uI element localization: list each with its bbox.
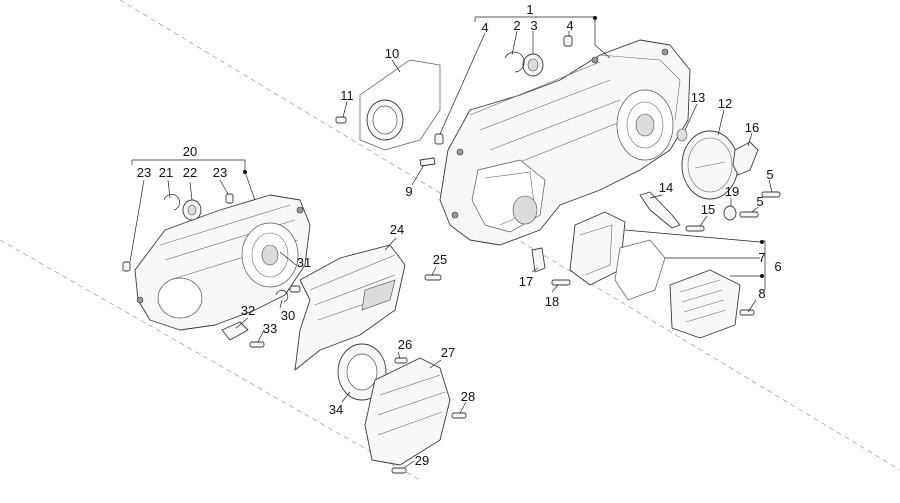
callout-labels: 1 2 3 4 4 5 5 6 7 8 9 10 11 12 13 14 15 … [137, 2, 782, 468]
callout-18: 18 [545, 294, 559, 309]
screw-part-9[interactable] [419, 157, 436, 167]
screw-part-26[interactable] [394, 357, 408, 364]
callout-14: 14 [659, 180, 673, 195]
circlip-part-21[interactable] [163, 194, 180, 211]
callout-31: 31 [297, 255, 311, 270]
callout-30: 30 [281, 308, 295, 323]
gasket-part-10[interactable] [359, 59, 441, 151]
callout-7: 7 [758, 250, 765, 265]
dowel-part-4-top[interactable] [563, 35, 573, 47]
screw-part-18[interactable] [551, 279, 571, 286]
screw-part-33[interactable] [249, 341, 265, 348]
clip-part-30[interactable] [275, 290, 289, 303]
callout-13: 13 [691, 90, 705, 105]
bracket-part-16[interactable] [732, 141, 759, 176]
bracket-part-14[interactable] [639, 191, 681, 229]
callout-1: 1 [526, 2, 533, 17]
callout-2: 2 [513, 18, 520, 33]
callout-4-left: 4 [481, 20, 488, 35]
callout-23-right: 23 [213, 165, 227, 180]
callout-17: 17 [519, 274, 533, 289]
screw-part-8[interactable] [739, 309, 755, 316]
callout-4-top: 4 [566, 18, 573, 33]
dowel-part-23-right[interactable] [225, 193, 234, 204]
callout-23-left: 23 [137, 165, 151, 180]
dowel-part-23-left[interactable] [122, 261, 131, 272]
callout-26: 26 [398, 337, 412, 352]
callout-20: 20 [183, 144, 197, 159]
screw-part-29[interactable] [391, 467, 407, 474]
callout-22: 22 [183, 165, 197, 180]
washer-part-19[interactable] [723, 205, 737, 221]
callout-19: 19 [725, 184, 739, 199]
screw-part-15[interactable] [685, 225, 705, 232]
filter-foam-part-8[interactable] [614, 239, 666, 301]
screw-part-11[interactable] [335, 116, 347, 124]
leader-lines [129, 16, 773, 469]
callout-24: 24 [390, 222, 404, 237]
left-transmission-cover[interactable] [134, 194, 311, 331]
clip-part-31[interactable] [289, 285, 301, 293]
callout-27: 27 [441, 345, 455, 360]
screw-part-5-upper[interactable] [761, 191, 781, 198]
callout-11: 11 [340, 88, 354, 103]
callout-3: 3 [530, 18, 537, 33]
callout-10: 10 [385, 46, 399, 61]
callout-5-lower: 5 [756, 194, 763, 209]
callout-16: 16 [745, 120, 759, 135]
bearing-part-3[interactable] [522, 53, 544, 77]
screw-part-5-lower[interactable] [739, 211, 759, 218]
callout-9: 9 [405, 184, 412, 199]
callout-34: 34 [329, 402, 343, 417]
callout-29: 29 [415, 453, 429, 468]
dowel-part-4-left[interactable] [434, 133, 444, 145]
screw-part-25[interactable] [424, 274, 442, 281]
circlip-part-2[interactable] [504, 51, 525, 73]
callout-15: 15 [701, 202, 715, 217]
callout-8: 8 [758, 286, 765, 301]
callout-6: 6 [774, 259, 781, 274]
cover-part-27[interactable] [364, 357, 451, 466]
main-crankcase-cover[interactable] [439, 39, 691, 246]
callout-33: 33 [263, 321, 277, 336]
screw-part-28[interactable] [451, 412, 467, 419]
callout-21: 21 [159, 165, 173, 180]
housing-part-6[interactable] [669, 269, 741, 339]
bearing-part-22[interactable] [182, 199, 202, 221]
callout-25: 25 [433, 252, 447, 267]
callout-32: 32 [241, 303, 255, 318]
guide-lines [0, 0, 900, 481]
plate-part-32[interactable] [221, 321, 249, 341]
callout-5-upper: 5 [766, 167, 773, 182]
duct-part-24[interactable] [294, 244, 406, 371]
clip-part-17[interactable] [531, 247, 546, 273]
callout-28: 28 [461, 389, 475, 404]
nut-part-13[interactable] [676, 128, 688, 142]
callout-12: 12 [718, 96, 732, 111]
